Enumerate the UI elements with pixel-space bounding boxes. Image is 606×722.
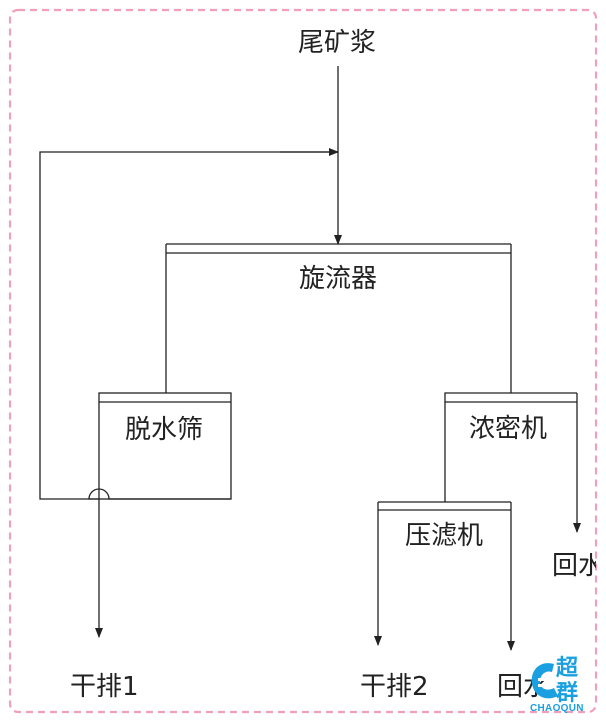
logo-brand-text: 超群 [556, 656, 579, 706]
logo-emblem [531, 663, 558, 699]
dewatering-screen-box [98, 392, 232, 500]
recycle-line [39, 151, 338, 500]
dry-discharge-2-label: 干排2 [360, 672, 429, 702]
filter-press-label: 压滤机 [405, 521, 484, 551]
dry-discharge-1-label: 干排1 [70, 672, 139, 702]
dewatering-screen-label: 脱水筛 [125, 415, 204, 445]
hydrocyclone-label: 旋流器 [299, 264, 378, 294]
thickener-label: 浓密机 [469, 414, 548, 444]
tailings-label: 尾矿浆 [298, 28, 377, 58]
thickener-box [444, 392, 577, 403]
logo-sub-text: CHAOQUN [530, 703, 584, 714]
company-logo: 超群 CHAOQUN [528, 656, 596, 714]
return-water-1-label: 回水 [552, 553, 596, 579]
screen-discharge-line [88, 488, 231, 500]
